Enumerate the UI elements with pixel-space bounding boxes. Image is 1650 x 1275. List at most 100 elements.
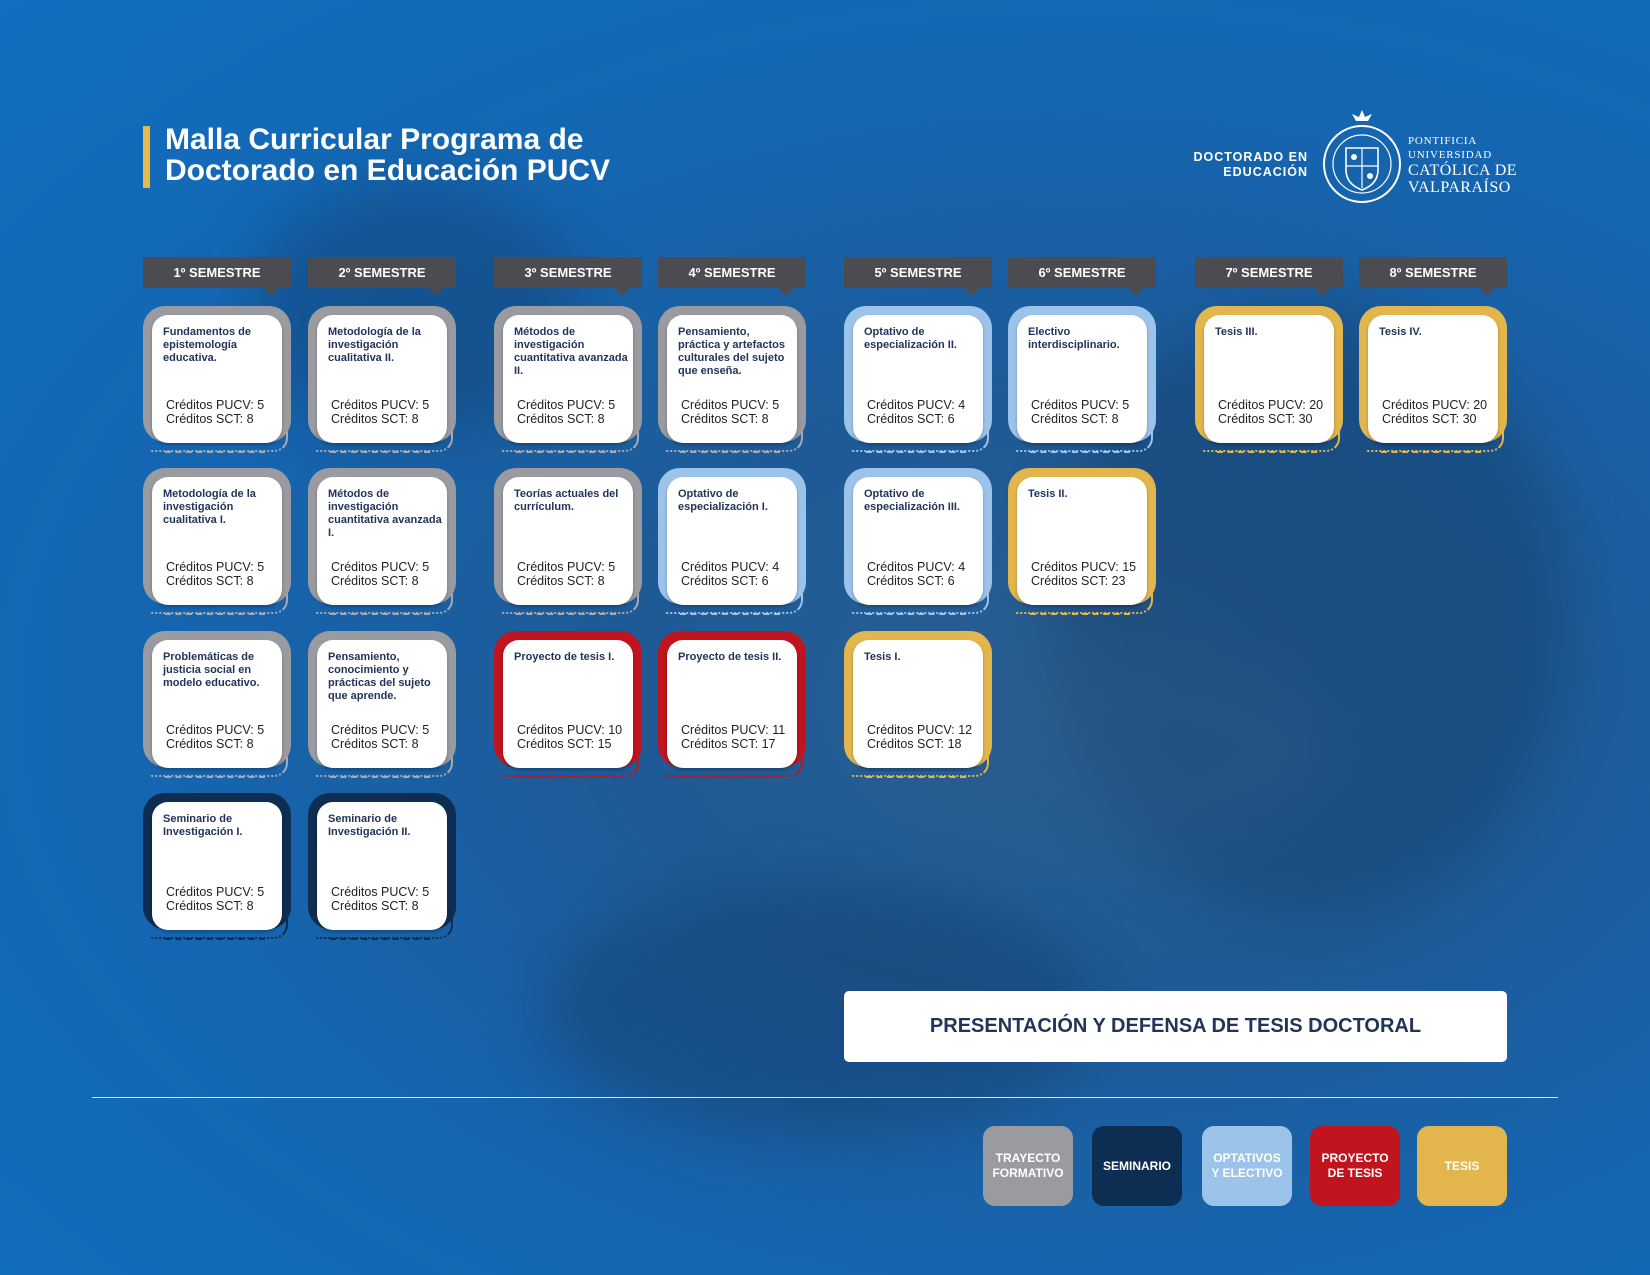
- university-name-line: CATÓLICA DE: [1408, 162, 1518, 179]
- course-card: Optativo de especialización II. Créditos…: [844, 306, 992, 454]
- course-card: Métodos de investigación cuantitativa av…: [494, 306, 642, 454]
- credits-pucv: Créditos PUCV: 11: [681, 723, 786, 737]
- course-name: Tesis I.: [864, 651, 901, 663]
- university-name-line: PONTIFICIA: [1408, 135, 1478, 147]
- credits-sct: Créditos SCT: 8: [166, 412, 254, 426]
- credits-sct: Créditos SCT: 6: [867, 574, 955, 588]
- course-name: Tesis III.: [1215, 326, 1258, 338]
- credits-pucv: Créditos PUCV: 5: [1031, 398, 1130, 412]
- course-card: Metodología de la investigación cualitat…: [143, 468, 291, 616]
- legend-label: TESIS: [1444, 1158, 1480, 1173]
- course-name: Seminario de Investigación II.: [328, 813, 411, 838]
- semester-label: 5º SEMESTRE: [874, 265, 962, 280]
- course-name: Tesis II.: [1028, 488, 1068, 500]
- credits-pucv: Créditos PUCV: 5: [166, 560, 265, 574]
- credits-sct: Créditos SCT: 8: [517, 574, 605, 588]
- course-name: Problemáticas de justicia social en mode…: [163, 651, 260, 689]
- course-name: Optativo de especialización III.: [864, 488, 960, 513]
- course-card: Metodología de la investigación cualitat…: [308, 306, 456, 454]
- course-name: Tesis IV.: [1379, 326, 1422, 338]
- semester-label: 8º SEMESTRE: [1389, 265, 1477, 280]
- program-name-line: DOCTORADO EN: [1193, 150, 1308, 164]
- university-name: PONTIFICIA UNIVERSIDAD CATÓLICA DE VALPA…: [1408, 134, 1517, 196]
- credits-pucv: Créditos PUCV: 15: [1031, 560, 1137, 574]
- thesis-defense-banner: PRESENTACIÓN Y DEFENSA DE TESIS DOCTORAL: [844, 991, 1507, 1062]
- credits-sct: Créditos SCT: 8: [166, 899, 254, 913]
- program-name-line: EDUCACIÓN: [1223, 165, 1308, 179]
- semester-header: 3º SEMESTRE: [494, 257, 642, 296]
- credits-sct: Créditos SCT: 8: [331, 574, 419, 588]
- course-name: Fundamentos de epistemología educativa.: [163, 326, 252, 364]
- credits-sct: Créditos SCT: 8: [331, 899, 419, 913]
- legend-label: TRAYECTO: [995, 1151, 1061, 1165]
- legend-label: SEMINARIO: [1102, 1158, 1171, 1173]
- thesis-defense-label: PRESENTACIÓN Y DEFENSA DE TESIS DOCTORAL: [929, 1015, 1422, 1037]
- divider: [92, 1097, 1558, 1098]
- credits-sct: Créditos SCT: 6: [867, 412, 955, 426]
- course-name: Metodología de la investigación cualitat…: [163, 488, 256, 526]
- credits-sct: Créditos SCT: 18: [867, 737, 962, 751]
- course-card: Pensamiento, conocimiento y prácticas de…: [308, 631, 456, 779]
- semester-header: 1º SEMESTRE: [143, 257, 291, 296]
- legend-tesis: TESIS: [1417, 1126, 1507, 1206]
- credits-pucv: Créditos PUCV: 12: [867, 723, 973, 737]
- semester-header: 7º SEMESTRE: [1195, 257, 1343, 296]
- course-card: Problemáticas de justicia social en mode…: [143, 631, 291, 779]
- credits-pucv: Créditos PUCV: 5: [166, 885, 265, 899]
- semester-label: 4º SEMESTRE: [688, 265, 776, 280]
- semester-header: 2º SEMESTRE: [308, 257, 456, 296]
- page-title-line: Doctorado en Educación PUCV: [165, 154, 611, 187]
- course-card: Seminario de Investigación I. Créditos P…: [143, 793, 291, 941]
- course-name: Optativo de especialización I.: [678, 488, 768, 513]
- semester-label: 1º SEMESTRE: [173, 265, 261, 280]
- legend-label: OPTATIVOS: [1213, 1151, 1281, 1165]
- title-accent-bar: [143, 126, 150, 188]
- semester-header: 6º SEMESTRE: [1008, 257, 1156, 296]
- credits-pucv: Créditos PUCV: 5: [517, 398, 616, 412]
- credits-sct: Créditos SCT: 8: [166, 574, 254, 588]
- course-name: Proyecto de tesis II.: [678, 651, 782, 663]
- course-card: Seminario de Investigación II. Créditos …: [308, 793, 456, 941]
- credits-sct: Créditos SCT: 8: [331, 737, 419, 751]
- course-card: Electivo interdisciplinario. Créditos PU…: [1008, 306, 1156, 454]
- credits-pucv: Créditos PUCV: 4: [867, 560, 966, 574]
- legend-seminario: SEMINARIO: [1092, 1126, 1182, 1206]
- course-name: Proyecto de tesis I.: [514, 651, 615, 663]
- credits-sct: Créditos SCT: 8: [1031, 412, 1119, 426]
- course-name: Teorías actuales del currículum.: [514, 488, 619, 513]
- course-card: Métodos de investigación cuantitativa av…: [308, 468, 456, 616]
- semester-label: 3º SEMESTRE: [524, 265, 612, 280]
- page-title: Malla Curricular Programa de Doctorado e…: [165, 124, 610, 186]
- page-title-line: Malla Curricular Programa de: [165, 123, 584, 156]
- course-card: Teorías actuales del currículum. Crédito…: [494, 468, 642, 616]
- legend-label: FORMATIVO: [992, 1166, 1064, 1180]
- credits-pucv: Créditos PUCV: 5: [331, 723, 430, 737]
- credits-pucv: Créditos PUCV: 5: [331, 398, 430, 412]
- course-card: Optativo de especialización I. Créditos …: [658, 468, 806, 616]
- credits-pucv: Créditos PUCV: 20: [1382, 398, 1488, 412]
- credits-pucv: Créditos PUCV: 20: [1218, 398, 1324, 412]
- credits-sct: Créditos SCT: 8: [166, 737, 254, 751]
- course-card: Fundamentos de epistemología educativa. …: [143, 306, 291, 454]
- university-name-line: VALPARAÍSO: [1408, 179, 1511, 196]
- university-seal-icon: [1323, 110, 1401, 203]
